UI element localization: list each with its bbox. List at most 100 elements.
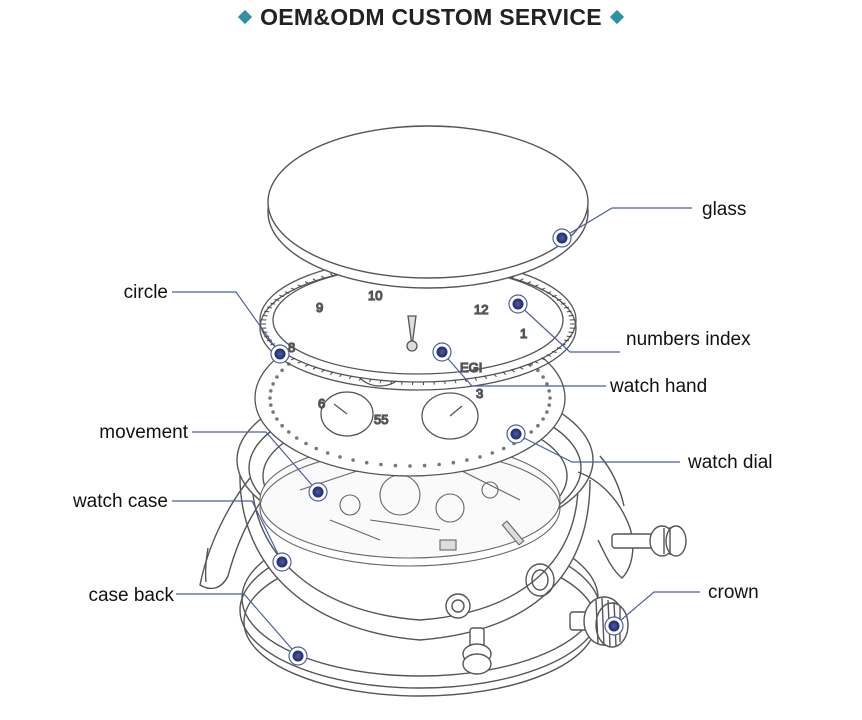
- dial-dot: [280, 423, 284, 428]
- dial-dot: [547, 389, 551, 393]
- ring-tick: [540, 287, 546, 291]
- ring-tick: [304, 363, 309, 367]
- dial-dot: [536, 423, 540, 428]
- dial-dot: [541, 375, 545, 379]
- dial-dot: [338, 455, 342, 459]
- dial-dot: [287, 430, 291, 434]
- marker-dot-watch-dial: [510, 428, 522, 440]
- label-watch-dial: watch dial: [687, 452, 773, 473]
- ring-tick: [540, 357, 546, 361]
- ring-tick: [267, 339, 272, 342]
- dial-dot: [422, 463, 427, 468]
- callout-markers: [270, 228, 624, 666]
- ring-tick: [552, 294, 557, 298]
- marker-dot-watch-case: [276, 556, 288, 568]
- dial-dot: [304, 441, 308, 446]
- ring-tick: [297, 284, 302, 288]
- ring-tick: [556, 347, 562, 350]
- dial-dot: [271, 382, 275, 386]
- dial-dot: [437, 462, 441, 467]
- ring-tick: [369, 378, 372, 383]
- svg-text:12: 12: [474, 302, 488, 317]
- ring-tick: [329, 273, 334, 277]
- page-title: OEM&ODM CUSTOM SERVICE: [260, 3, 602, 30]
- ring-tick: [312, 278, 317, 282]
- dial-dot: [529, 430, 533, 434]
- ring-tick: [464, 378, 467, 383]
- header: OEM&ODM CUSTOM SERVICE: [0, 0, 862, 34]
- ring-tick: [401, 381, 403, 385]
- marker-dot-glass: [556, 232, 568, 244]
- label-numbers-index: numbers index: [626, 329, 751, 350]
- dial-dot: [364, 460, 369, 465]
- circle-ring-drawing: 9 10 12 8 1 EGI: [259, 257, 577, 391]
- ring-tick: [320, 369, 325, 373]
- ring-tick: [329, 371, 334, 375]
- ring-tick: [267, 306, 272, 309]
- ring-tick: [290, 357, 296, 361]
- ring-tick: [284, 291, 290, 294]
- ring-tick: [564, 339, 569, 342]
- svg-text:55: 55: [374, 412, 388, 427]
- ring-tick: [534, 360, 539, 364]
- ring-tick: [279, 294, 284, 298]
- ring-tick: [379, 380, 382, 384]
- ring-tick: [390, 380, 393, 385]
- svg-text:EGI: EGI: [460, 360, 482, 375]
- dial-dot: [545, 382, 549, 386]
- ring-tick: [552, 350, 557, 354]
- label-watch-hand: watch hand: [609, 376, 707, 397]
- ring-tick: [564, 306, 569, 309]
- label-movement: movement: [99, 422, 188, 443]
- svg-text:9: 9: [316, 300, 323, 315]
- ring-tick: [297, 360, 302, 364]
- ring-tick: [546, 291, 552, 294]
- ring-tick: [556, 298, 562, 301]
- ring-tick: [560, 302, 566, 305]
- dial-dot: [408, 464, 412, 468]
- dial-dot: [351, 458, 355, 462]
- dial-dot: [465, 458, 469, 462]
- ring-tick: [519, 366, 524, 370]
- marker-dot-circle: [274, 348, 286, 360]
- dial-dot: [269, 389, 273, 393]
- dial-dot: [325, 451, 330, 455]
- ring-tick: [527, 363, 532, 367]
- ring-tick: [474, 377, 478, 381]
- svg-text:8: 8: [288, 340, 295, 355]
- svg-text:6: 6: [318, 396, 325, 411]
- marker-dot-movement: [312, 486, 324, 498]
- dial-dot: [501, 446, 506, 451]
- ring-tick: [358, 377, 362, 381]
- ring-tick: [320, 275, 325, 279]
- dial-dot: [393, 463, 398, 468]
- label-watch-case: watch case: [72, 491, 168, 512]
- label-glass: glass: [702, 199, 746, 220]
- dial-dot: [275, 417, 279, 421]
- ring-tick: [304, 281, 309, 285]
- svg-text:3: 3: [476, 386, 483, 401]
- pusher-front: [445, 593, 492, 675]
- svg-text:1: 1: [520, 326, 527, 341]
- ring-tick: [484, 375, 488, 380]
- ring-tick: [534, 284, 539, 288]
- ring-tick: [566, 335, 572, 338]
- marker-dot-watch-hand: [436, 346, 448, 358]
- ring-tick: [511, 369, 516, 373]
- dial-dot: [451, 460, 456, 465]
- glass-drawing: [267, 125, 589, 289]
- marker-dot-numbers-index: [512, 298, 524, 310]
- marker-dot-crown: [608, 620, 620, 632]
- ring-tick: [270, 302, 276, 305]
- dial-dot: [548, 396, 552, 400]
- ring-tick: [274, 298, 280, 301]
- label-crown: crown: [708, 582, 759, 603]
- dial-dot: [545, 410, 549, 414]
- dial-dot: [541, 417, 545, 421]
- ring-tick: [443, 380, 446, 385]
- dial-dot: [269, 403, 273, 407]
- dial-dot: [275, 375, 279, 379]
- ring-tick: [348, 375, 352, 380]
- ring-tick: [290, 287, 296, 291]
